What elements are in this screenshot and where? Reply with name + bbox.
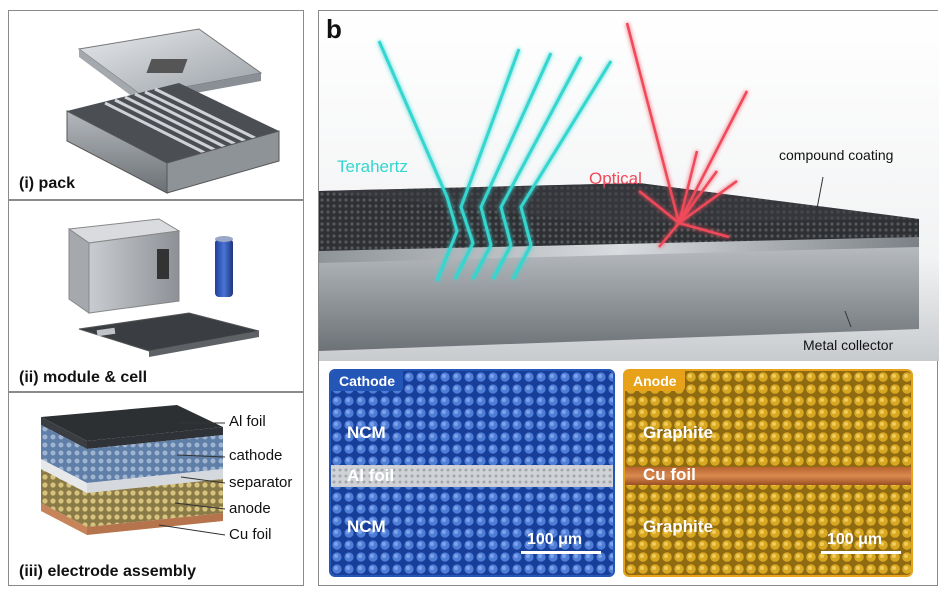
terahertz-beams bbox=[377, 40, 613, 282]
cathode-title: Cathode bbox=[331, 371, 403, 391]
cathode-layer bbox=[41, 425, 87, 483]
anode-label: anode bbox=[229, 500, 271, 517]
anode-title: Anode bbox=[625, 371, 685, 391]
optical-beams bbox=[625, 22, 749, 248]
separator-label: separator bbox=[229, 474, 293, 491]
al-foil-layer bbox=[41, 417, 87, 449]
anode-layer bbox=[41, 469, 87, 527]
optical-label: Optical bbox=[589, 169, 642, 188]
compound-coating-label: compound coating bbox=[779, 147, 894, 163]
module-cell-illustration bbox=[67, 218, 260, 357]
anode-sem-image bbox=[625, 371, 911, 575]
cathode-middle-label: Al foil bbox=[347, 466, 395, 485]
separator-layer bbox=[41, 459, 87, 493]
anode-middle-label: Cu foil bbox=[643, 465, 696, 484]
assembly-subpanel: Al foil cathode separator anode Cu foil … bbox=[8, 392, 304, 586]
cathode-sem-image bbox=[331, 371, 613, 575]
metal-collector-slab bbox=[319, 245, 919, 351]
electrode-assembly-illustration bbox=[41, 405, 226, 536]
cylindrical-cell bbox=[215, 239, 233, 297]
pack-caption: (i) pack bbox=[19, 175, 76, 192]
al-foil-label: Al foil bbox=[229, 413, 266, 430]
terahertz-label: Terahertz bbox=[337, 157, 408, 176]
panel-b-letter: b bbox=[326, 14, 342, 44]
battery-pack-illustration bbox=[66, 28, 280, 194]
probing-schematic bbox=[319, 11, 939, 361]
cu-foil-label: Cu foil bbox=[229, 526, 272, 543]
anode-scale-bar-label: 100 μm bbox=[827, 531, 883, 548]
panel-b-frame: Terahertz Optical compound coating Metal… bbox=[318, 10, 939, 586]
cu-foil-layer bbox=[41, 503, 87, 535]
metal-collector-label: Metal collector bbox=[803, 337, 894, 353]
anode-bottom-label: Graphite bbox=[643, 517, 713, 536]
module-caption: (ii) module & cell bbox=[19, 369, 148, 386]
anode-top-label: Graphite bbox=[643, 423, 713, 442]
pack-subpanel: (i) pack bbox=[8, 10, 304, 200]
cathode-label: cathode bbox=[229, 447, 283, 464]
assembly-caption: (iii) electrode assembly bbox=[19, 563, 196, 580]
cathode-top-label: NCM bbox=[347, 423, 386, 442]
module-subpanel: (ii) module & cell bbox=[8, 200, 304, 392]
cathode-sem-panel: Cathode NCM Al foil NCM 100 μm bbox=[329, 369, 615, 577]
anode-sem-panel: Anode Graphite Cu foil Graphite 100 μm bbox=[623, 369, 913, 577]
cathode-bottom-label: NCM bbox=[347, 517, 386, 536]
cathode-scale-bar-label: 100 μm bbox=[527, 531, 583, 548]
